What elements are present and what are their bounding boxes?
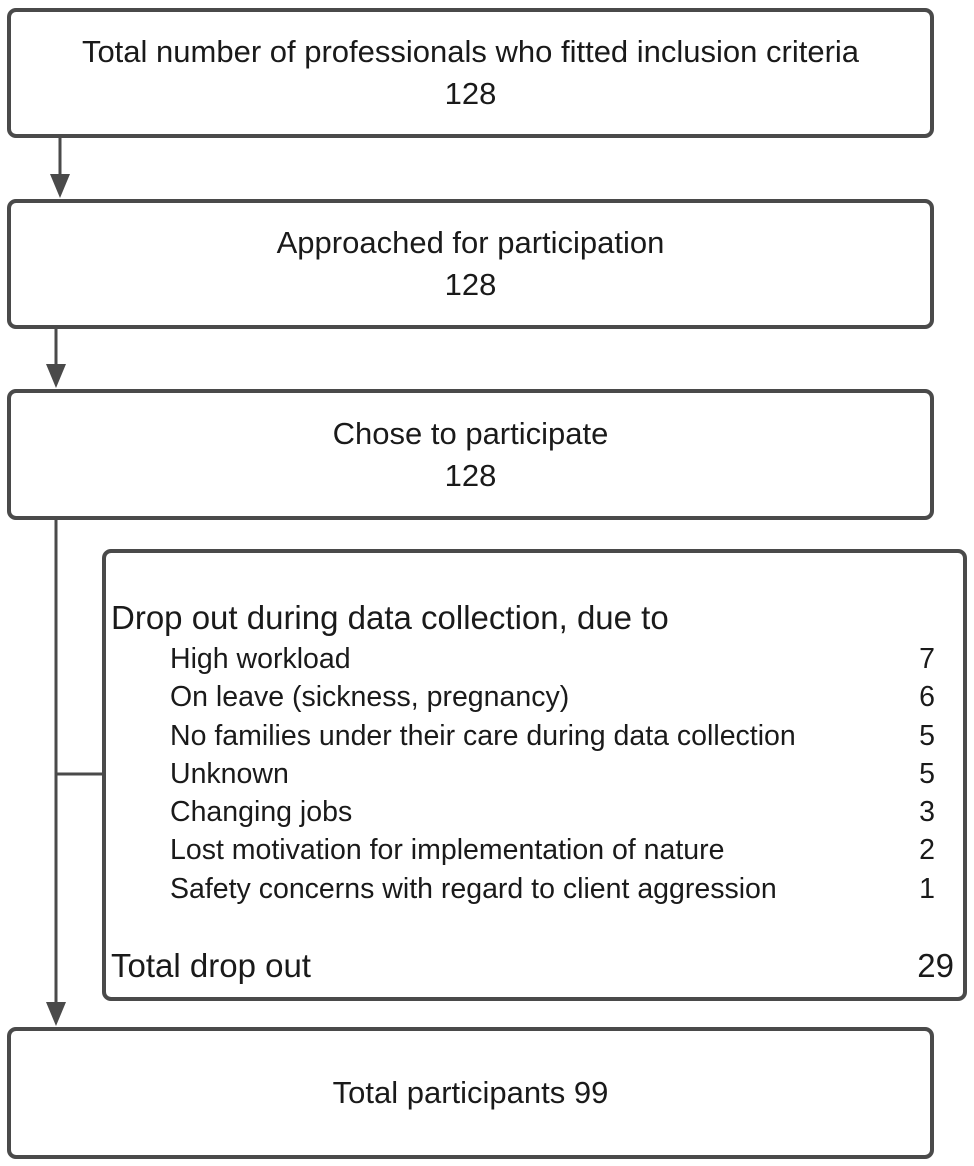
dropout-reason-count: 7 bbox=[919, 643, 935, 675]
participated-count: 128 bbox=[444, 457, 497, 493]
arrow-participated-to-total-head bbox=[46, 1002, 66, 1026]
dropout-reason: Changing jobs 3 bbox=[170, 793, 935, 831]
dropout-reason-label: Changing jobs bbox=[170, 796, 353, 829]
dropout-reason-label: Safety concerns with regard to client ag… bbox=[170, 872, 777, 905]
dropout-reason-count: 2 bbox=[919, 834, 935, 867]
dropout-reason-label: High workload bbox=[170, 643, 351, 675]
total-participants-label: Total participants 99 bbox=[332, 1075, 609, 1110]
dropout-reason: Unknown 5 bbox=[170, 755, 935, 793]
arrow-eligible-to-approached-head bbox=[50, 174, 70, 198]
dropout-reason: On leave (sickness, pregnancy) 6 bbox=[170, 678, 935, 716]
dropout-reason-label: No families under their care during data… bbox=[170, 719, 796, 752]
dropout-title: Drop out during data collection, due to bbox=[111, 599, 669, 636]
total-dropout-label: Total drop out bbox=[111, 947, 311, 984]
dropout-reason-count: 5 bbox=[919, 757, 935, 790]
participated-label: Chose to participate bbox=[332, 415, 609, 451]
dropout-reason-count: 1 bbox=[919, 872, 935, 905]
arrow-approached-to-participated-head bbox=[46, 364, 66, 388]
approached-count: 128 bbox=[444, 267, 497, 302]
dropout-reason-count: 3 bbox=[919, 796, 935, 829]
dropout-reason-count: 5 bbox=[919, 719, 935, 752]
dropout-reason-label: Unknown bbox=[170, 757, 289, 790]
eligible-label: Total number of professionals who fitted… bbox=[81, 34, 860, 69]
eligible-box: Total number of professionals who fitted… bbox=[7, 8, 934, 138]
participated-box: Chose to participate 128 bbox=[7, 389, 934, 520]
dropout-reason-count: 6 bbox=[919, 681, 935, 714]
dropout-reason-label: Lost motivation for implementation of na… bbox=[170, 834, 725, 867]
dropout-reason-label: On leave (sickness, pregnancy) bbox=[170, 681, 570, 714]
dropout-reason: High workload 7 bbox=[170, 640, 935, 678]
total-dropout-count: 29 bbox=[917, 947, 954, 984]
dropout-box bbox=[102, 549, 967, 1001]
dropout-reason: Lost motivation for implementation of na… bbox=[170, 831, 935, 869]
approached-label: Approached for participation bbox=[276, 225, 665, 260]
dropout-reason: Safety concerns with regard to client ag… bbox=[170, 870, 935, 908]
approached-box: Approached for participation 128 bbox=[7, 199, 934, 329]
total-participants-box: Total participants 99 bbox=[7, 1027, 934, 1159]
dropout-reason-list: High workload 7 On leave (sickness, preg… bbox=[170, 640, 935, 908]
eligible-count: 128 bbox=[444, 76, 497, 111]
dropout-reason: No families under their care during data… bbox=[170, 717, 935, 755]
